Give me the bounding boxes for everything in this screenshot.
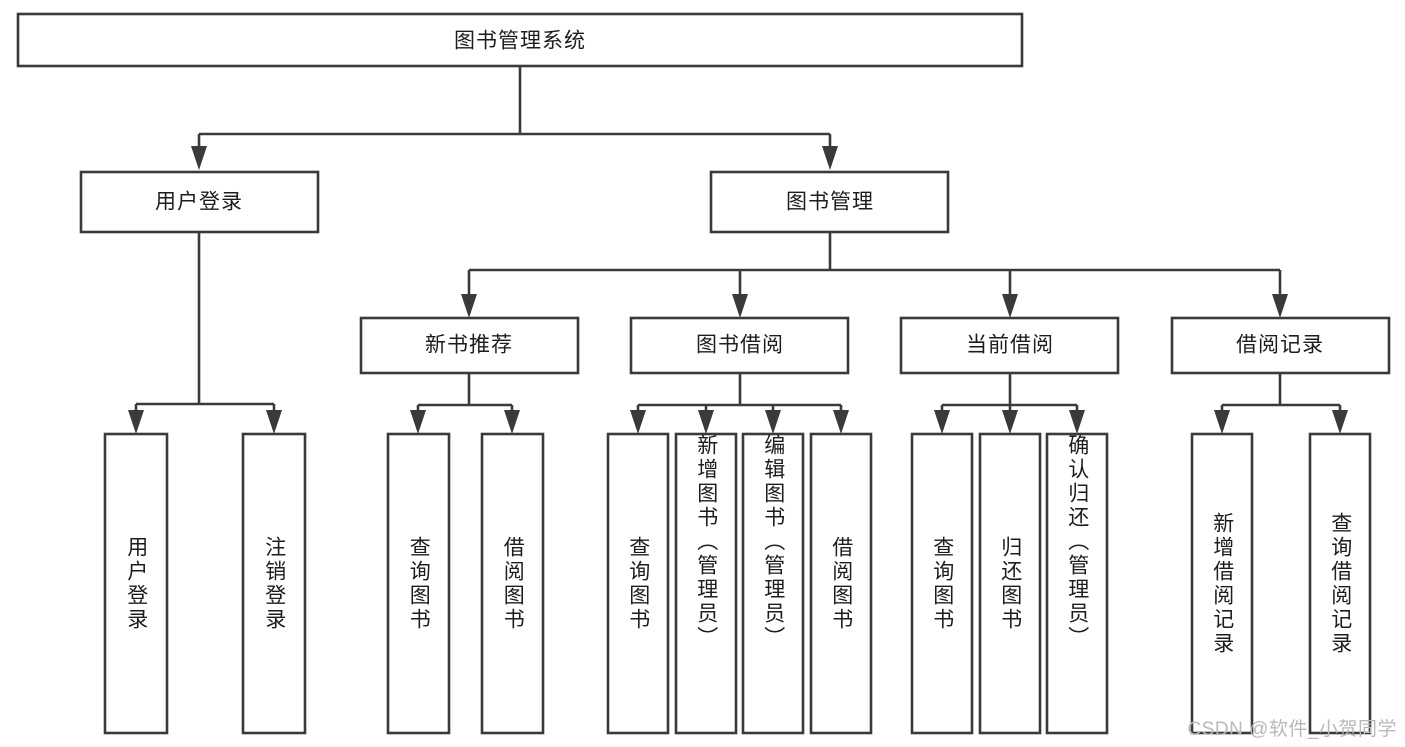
- connector-borrow-record-to-leaves: [1214, 373, 1348, 434]
- connector-user-login-to-leaves: [128, 232, 282, 434]
- leaf-box-book-borrow-2[interactable]: [741, 432, 805, 735]
- leaf-box-book-borrow-1[interactable]: [674, 432, 738, 735]
- node-borrow-record-label: 借阅记录: [1236, 334, 1324, 357]
- node-current-borrow-box: [899, 316, 1120, 375]
- connector-book-management-to-level3: [461, 232, 1288, 318]
- node-new-book-recommend-label: 新书推荐: [425, 334, 513, 357]
- node-book-management-box: [709, 170, 950, 234]
- node-borrow-record-box: [1170, 316, 1391, 375]
- node-book-management[interactable]: 图书管理: [709, 170, 950, 234]
- arrow-head-to-new-book-recommend: [461, 294, 477, 318]
- arrow-head-nbr-leaf-0: [410, 410, 426, 434]
- arrow-head-bb-leaf-1: [698, 410, 714, 434]
- node-root-system-label: 图书管理系统: [454, 30, 586, 53]
- node-new-book-recommend[interactable]: 新书推荐: [359, 316, 580, 375]
- csdn-watermark: CSDN @软件_小贺同学: [1187, 719, 1397, 740]
- arrow-head-cb-leaf-2: [1069, 410, 1085, 434]
- arrow-head-to-user-login: [191, 146, 207, 170]
- leaf-box-current-borrow-1[interactable]: [978, 432, 1042, 735]
- leaf-box-new-book-recommend-0[interactable]: [386, 432, 451, 735]
- leaf-box-borrow-record-1[interactable]: [1308, 432, 1372, 735]
- node-book-borrow-label: 图书借阅: [696, 334, 784, 357]
- node-root-system[interactable]: 图书管理系统: [16, 12, 1024, 68]
- leaf-box-current-borrow-2[interactable]: [1045, 432, 1109, 735]
- arrow-head-bb-leaf-3: [833, 410, 849, 434]
- leaf-box-new-book-recommend-1[interactable]: [480, 432, 545, 735]
- leaf-box-borrow-record-0[interactable]: [1190, 432, 1254, 735]
- leaf-box-current-borrow-0[interactable]: [910, 432, 974, 735]
- node-new-book-recommend-box: [359, 316, 580, 375]
- arrow-head-cb-leaf-0: [934, 410, 950, 434]
- arrow-head-cb-leaf-1: [1002, 410, 1018, 434]
- leaf-box-book-borrow-3[interactable]: [809, 432, 873, 735]
- arrow-head-to-borrow-record: [1272, 294, 1288, 318]
- arrow-head-bb-leaf-0: [630, 410, 646, 434]
- connector-current-borrow-to-leaves: [934, 373, 1085, 434]
- arrow-head-bb-leaf-2: [765, 410, 781, 434]
- arrow-head-nbr-leaf-1: [504, 410, 520, 434]
- node-current-borrow[interactable]: 当前借阅: [899, 316, 1120, 375]
- arrow-head-user-login-leaf-0: [128, 410, 144, 434]
- node-current-borrow-label: 当前借阅: [966, 334, 1054, 357]
- arrow-head-to-book-manage: [822, 146, 838, 170]
- arrow-head-br-leaf-0: [1214, 410, 1230, 434]
- node-book-borrow-box: [629, 316, 850, 375]
- arrow-head-br-leaf-1: [1332, 410, 1348, 434]
- leaf-box-user-login-1[interactable]: [241, 432, 307, 735]
- node-book-borrow[interactable]: 图书借阅: [629, 316, 850, 375]
- node-user-login[interactable]: 用户登录: [79, 170, 320, 234]
- leaf-box-book-borrow-0[interactable]: [606, 432, 670, 735]
- node-book-management-label: 图书管理: [786, 191, 874, 214]
- leaf-box-user-login-0[interactable]: [103, 432, 169, 735]
- node-borrow-record[interactable]: 借阅记录: [1170, 316, 1391, 375]
- arrow-head-to-book-borrow: [732, 294, 748, 318]
- node-root-system-box: [16, 12, 1024, 68]
- arrow-head-user-login-leaf-1: [266, 410, 282, 434]
- connector-new-book-recommend-to-leaves: [410, 373, 520, 434]
- connector-book-borrow-to-leaves: [630, 373, 849, 434]
- connector-root-to-level2: [191, 66, 838, 170]
- arrow-head-to-current-borrow: [1002, 294, 1018, 318]
- node-user-login-label: 用户登录: [155, 191, 243, 214]
